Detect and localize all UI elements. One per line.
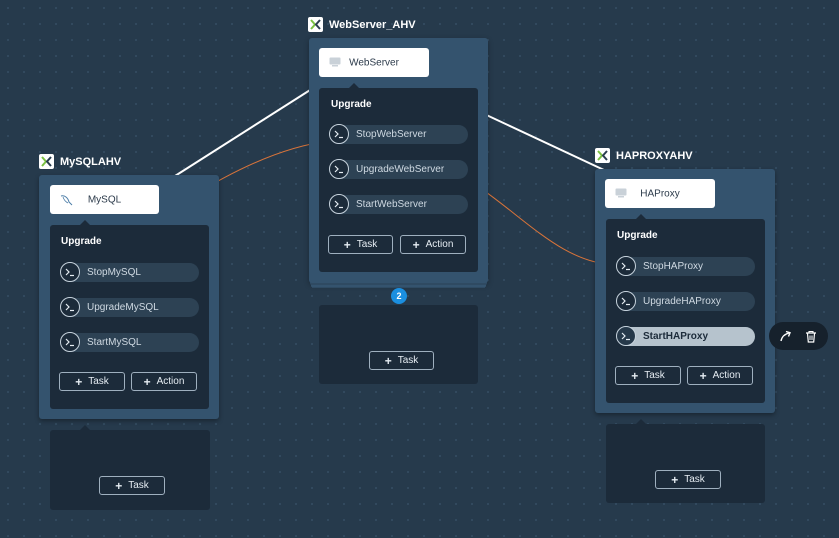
add-task-button[interactable]: + Task <box>655 470 721 489</box>
add-task-label: Task <box>644 370 665 381</box>
terminal-icon <box>329 159 349 179</box>
add-task-button[interactable]: + Task <box>369 351 434 370</box>
task-start-haproxy-selected[interactable]: StartHAProxy <box>616 326 755 346</box>
action-box-upgrade-mysql: Upgrade StopMySQL UpgradeMySQL StartMySQ… <box>50 225 209 409</box>
substrate-card-haproxy[interactable]: HAProxy <box>605 179 715 208</box>
nutanix-logo-icon <box>595 148 610 163</box>
substrate-label: HAProxy <box>640 188 680 199</box>
task-label: StopHAProxy <box>643 261 704 272</box>
task-label: StartMySQL <box>87 337 142 348</box>
task-stop-mysql[interactable]: StopMySQL <box>60 262 199 282</box>
add-action-label: Action <box>156 376 185 387</box>
action-title: Upgrade <box>331 99 372 110</box>
add-task-label: Task <box>88 376 109 387</box>
add-task-button[interactable]: + Task <box>328 235 393 254</box>
empty-action-box-mysql: + Task <box>50 430 210 510</box>
plus-icon: + <box>699 368 707 383</box>
vm-icon <box>615 188 627 201</box>
service-title-haproxy[interactable]: HAPROXYAHV <box>595 148 693 163</box>
terminal-icon <box>329 124 349 144</box>
add-action-button[interactable]: + Action <box>131 372 197 391</box>
add-action-label: Action <box>712 370 741 381</box>
service-title-webserver[interactable]: WebServer_AHV <box>308 17 416 32</box>
task-upgrade-mysql[interactable]: UpgradeMySQL <box>60 297 199 317</box>
action-box-upgrade-webserver: Upgrade StopWebServer UpgradeWebServer S… <box>319 88 478 272</box>
add-action-label: Action <box>425 239 454 250</box>
add-action-button[interactable]: + Action <box>687 366 753 385</box>
terminal-icon <box>616 326 636 346</box>
plus-icon: + <box>143 374 151 389</box>
plus-icon: + <box>671 472 679 487</box>
substrate-card-mysql[interactable]: MySQL <box>50 185 159 214</box>
plus-icon: + <box>343 237 351 252</box>
task-label: StopMySQL <box>87 267 141 278</box>
task-stop-haproxy[interactable]: StopHAProxy <box>616 256 755 276</box>
action-box-notch <box>349 83 359 88</box>
terminal-icon <box>616 291 636 311</box>
add-task-button[interactable]: + Task <box>59 372 125 391</box>
task-label: UpgradeHAProxy <box>643 296 721 307</box>
dependency-arrow-webserver-mysql[interactable] <box>163 84 319 184</box>
add-action-button[interactable]: + Action <box>400 235 466 254</box>
task-label: StartWebServer <box>356 199 427 210</box>
terminal-icon <box>60 262 80 282</box>
substrate-label: WebServer <box>349 57 399 68</box>
plus-icon: + <box>384 353 392 368</box>
service-title-label: HAPROXYAHV <box>616 149 693 162</box>
plus-icon: + <box>631 368 639 383</box>
plus-icon: + <box>115 478 123 493</box>
plus-icon: + <box>412 237 420 252</box>
add-task-label: Task <box>397 355 419 366</box>
substrate-card-webserver[interactable]: WebServer <box>319 48 429 77</box>
action-box-notch <box>636 419 646 424</box>
task-context-toolbar <box>769 322 828 350</box>
mysql-dolphin-icon <box>60 194 74 209</box>
replica-count-badge[interactable]: 2 <box>391 288 407 304</box>
task-stop-webserver[interactable]: StopWebServer <box>329 124 468 144</box>
task-label: UpgradeMySQL <box>87 302 159 313</box>
terminal-icon <box>60 297 80 317</box>
add-task-label: Task <box>684 474 705 485</box>
add-task-label: Task <box>356 239 378 250</box>
empty-action-box-haproxy: + Task <box>606 424 765 503</box>
add-task-button[interactable]: + Task <box>99 476 165 495</box>
action-box-notch <box>80 220 90 225</box>
action-box-upgrade-haproxy: Upgrade StopHAProxy UpgradeHAProxy Start… <box>606 219 765 403</box>
service-title-label: MySQLAHV <box>60 155 122 168</box>
trash-icon[interactable] <box>802 327 820 345</box>
terminal-icon <box>616 256 636 276</box>
terminal-icon <box>329 194 349 214</box>
task-label: StartHAProxy <box>643 331 709 342</box>
task-start-mysql[interactable]: StartMySQL <box>60 332 199 352</box>
service-title-mysql[interactable]: MySQLAHV <box>39 154 121 169</box>
action-title: Upgrade <box>61 236 102 247</box>
substrate-label: MySQL <box>87 194 122 205</box>
task-start-webserver[interactable]: StartWebServer <box>329 194 468 214</box>
nutanix-logo-icon <box>308 17 323 32</box>
add-task-button[interactable]: + Task <box>615 366 681 385</box>
service-title-label: WebServer_AHV <box>329 18 416 31</box>
task-upgrade-haproxy[interactable]: UpgradeHAProxy <box>616 291 755 311</box>
action-title: Upgrade <box>617 230 658 241</box>
empty-action-box-webserver: + Task <box>319 305 478 384</box>
task-label: UpgradeWebServer <box>356 164 445 175</box>
plus-icon: + <box>75 374 83 389</box>
task-upgrade-webserver[interactable]: UpgradeWebServer <box>329 159 468 179</box>
task-label: StopWebServer <box>356 129 427 140</box>
vm-icon <box>329 57 341 70</box>
action-box-notch <box>80 425 90 430</box>
edit-connector-icon[interactable] <box>777 327 795 345</box>
add-task-label: Task <box>128 480 149 491</box>
action-box-notch <box>636 214 646 219</box>
terminal-icon <box>60 332 80 352</box>
nutanix-logo-icon <box>39 154 54 169</box>
